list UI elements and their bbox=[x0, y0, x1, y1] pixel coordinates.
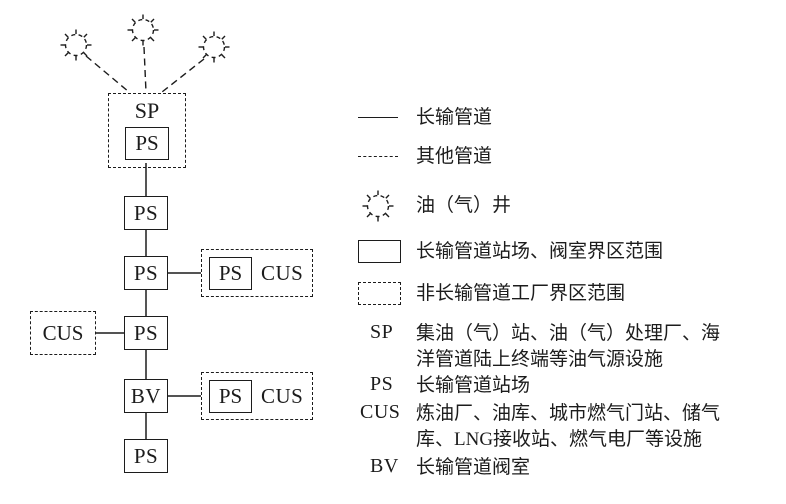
legend-abbr-desc: 长输管道阀室 bbox=[416, 457, 531, 478]
legend-abbr-desc: 长输管道站场 bbox=[416, 375, 531, 396]
legend-abbr-desc: 炼油厂、油库、城市燃气门站、储气库、LNG接收站、燃气电厂等设施 bbox=[416, 403, 721, 450]
legend-label: 油（气）井 bbox=[416, 195, 512, 216]
well-connector-lines bbox=[85, 46, 205, 93]
ps-station-node: PS bbox=[124, 439, 168, 473]
legend-label: 长输管道 bbox=[416, 107, 493, 128]
ps-station-node: PS bbox=[124, 256, 168, 290]
legend-abbr: SP bbox=[370, 321, 394, 343]
legend-dashed-rect-icon bbox=[358, 282, 401, 305]
legend-dashed-line-icon bbox=[358, 156, 398, 157]
well-icon bbox=[126, 13, 160, 47]
legend-well-icon bbox=[361, 189, 395, 223]
ps-station-node: PS bbox=[125, 127, 169, 160]
legend-abbr: BV bbox=[370, 455, 399, 477]
cus-plant-boundary: CUS bbox=[30, 311, 96, 355]
ps-station-node: PS bbox=[209, 256, 252, 290]
branch-plant-boundary: PS CUS bbox=[201, 249, 313, 297]
cus-label: CUS bbox=[261, 383, 304, 408]
sp-facility-boundary: SP PS bbox=[108, 93, 186, 168]
legend-label: 长输管道站场、阀室界区范围 bbox=[416, 241, 664, 262]
sp-label: SP bbox=[134, 98, 160, 123]
ps-station-node: PS bbox=[124, 196, 168, 230]
bv-valve-node: BV bbox=[124, 379, 168, 413]
legend-label: 非长输管道工厂界区范围 bbox=[416, 283, 626, 304]
well-icon bbox=[197, 30, 231, 64]
ps-station-node: PS bbox=[209, 379, 252, 413]
trunk-pipeline-lines bbox=[96, 163, 201, 439]
legend-abbr-desc: 集油（气）站、油（气）处理厂、海洋管道陆上终端等油气源设施 bbox=[416, 323, 721, 370]
ps-station-node: PS bbox=[124, 316, 168, 350]
legend-abbr: PS bbox=[370, 373, 394, 395]
branch-plant-boundary: PS CUS bbox=[201, 372, 313, 420]
legend-solid-rect-icon bbox=[358, 240, 401, 263]
cus-label: CUS bbox=[261, 260, 304, 285]
legend-abbr: CUS bbox=[360, 401, 401, 423]
legend-label: 其他管道 bbox=[416, 146, 493, 167]
legend-solid-line-icon bbox=[358, 117, 398, 118]
